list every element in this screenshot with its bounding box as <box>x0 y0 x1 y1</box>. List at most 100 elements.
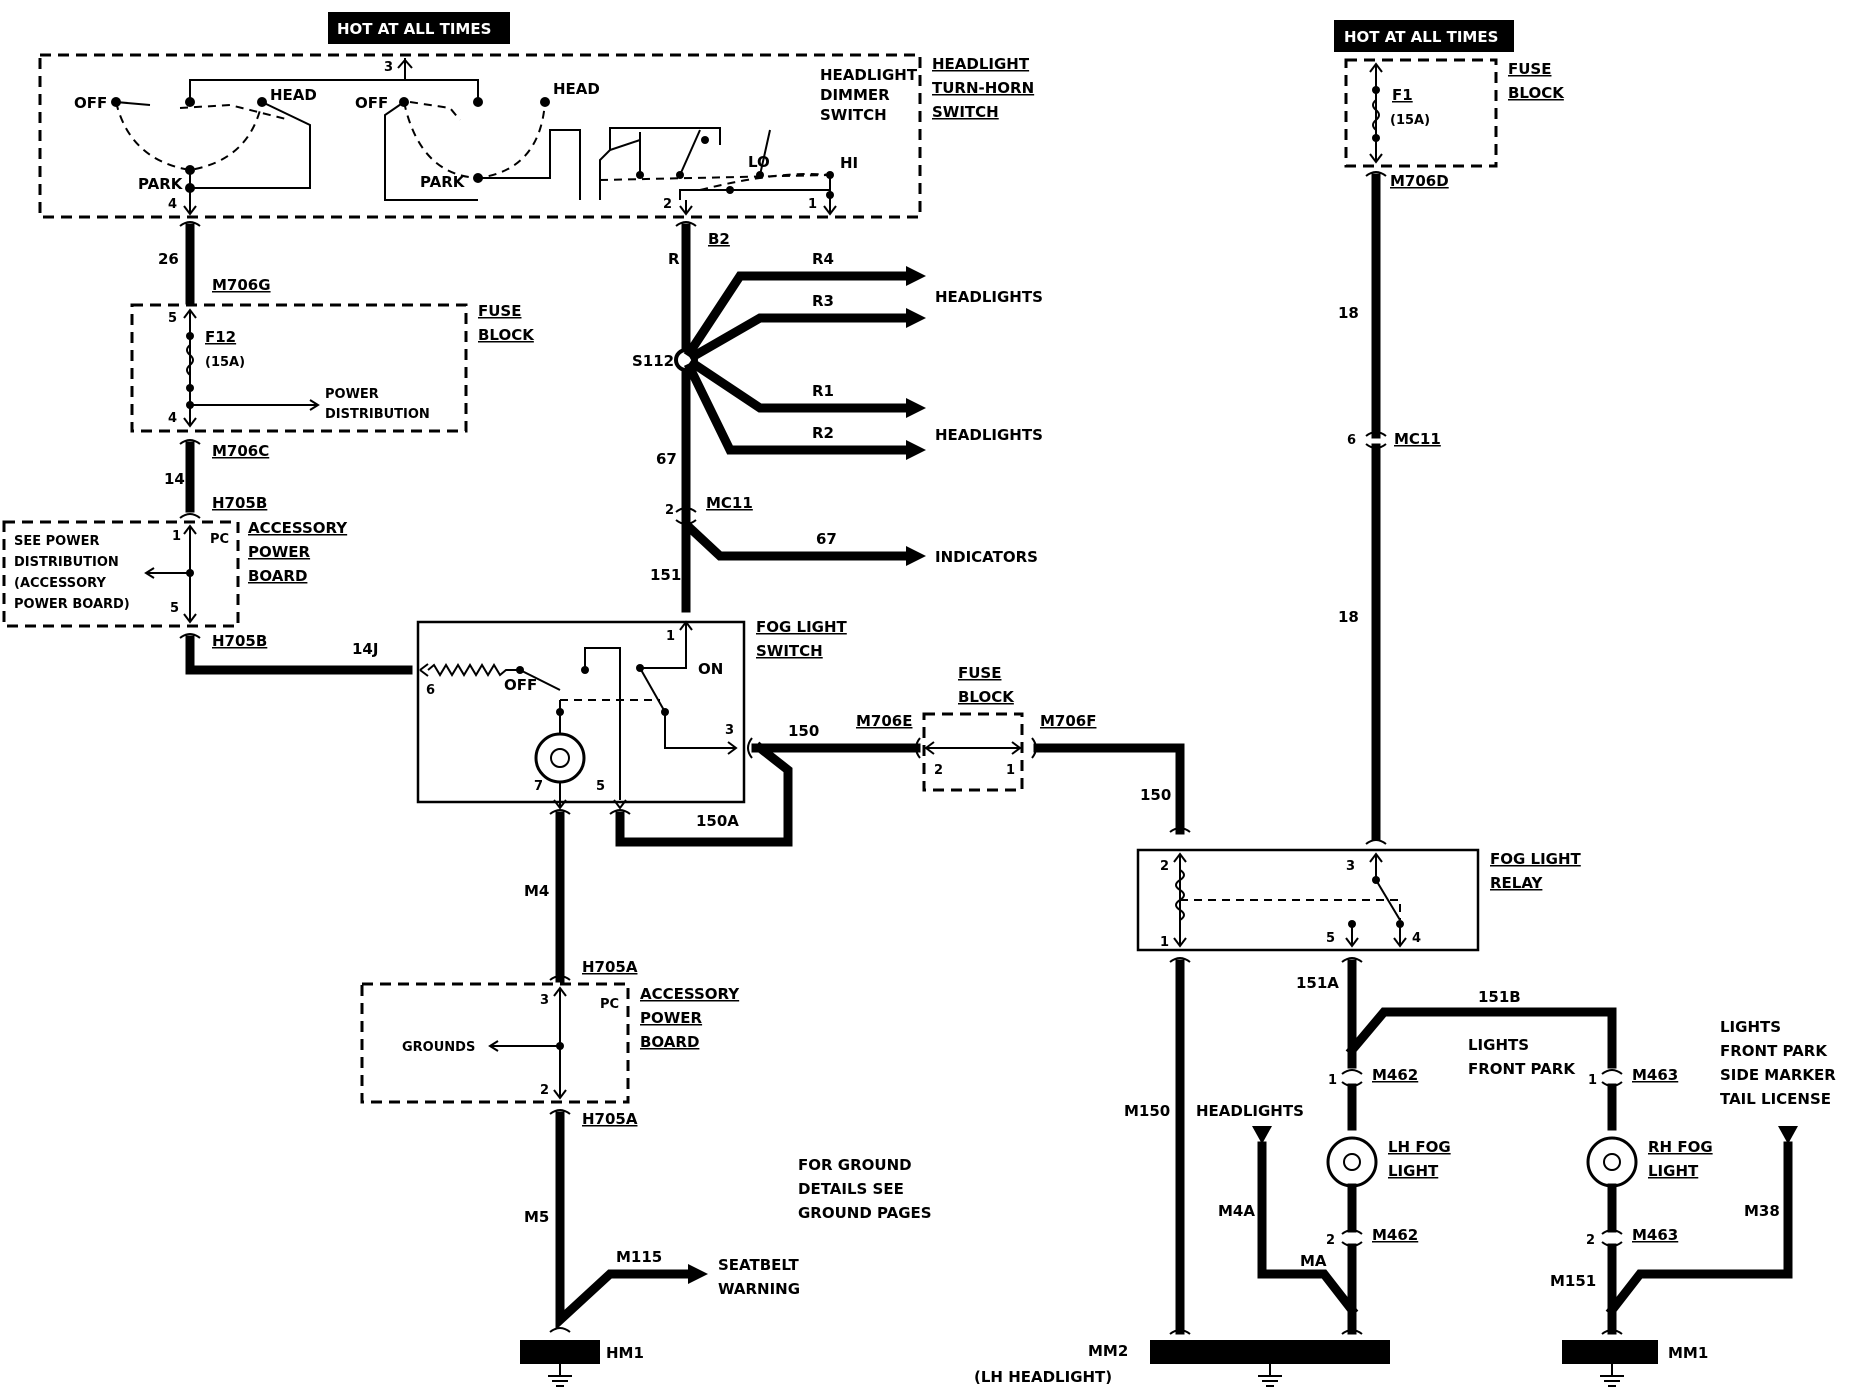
seatbelt-label-1: SEATBELT <box>718 1256 799 1274</box>
wire-150a: 150A <box>696 812 739 830</box>
apb1-pc: PC <box>210 532 229 547</box>
wire-14j: 14J <box>352 640 378 658</box>
ground-note-3: GROUND PAGES <box>798 1204 932 1222</box>
headlight-switch-title-3: SWITCH <box>932 103 999 121</box>
lo-label: LO <box>748 153 770 171</box>
relay-title-2: RELAY <box>1490 874 1544 892</box>
r2-label: R2 <box>812 424 834 442</box>
m706g-label: M706G <box>212 276 271 294</box>
wire-m4a: M4A <box>1218 1202 1255 1220</box>
r4-label: R4 <box>812 250 834 268</box>
hot-label-2: HOT AT ALL TIMES <box>1344 28 1498 46</box>
hi-label: HI <box>840 154 858 172</box>
fog-relay-section: HOT AT ALL TIMES F1 (15A) FUSE BLOCK M70… <box>974 20 1836 1387</box>
ground-note-2: DETAILS SEE <box>798 1180 904 1198</box>
headlight-switch-box <box>38 53 922 219</box>
wire-m38: M38 <box>1744 1202 1780 1220</box>
off-label-1: OFF <box>74 94 107 112</box>
headlights-label-2: HEADLIGHTS <box>935 426 1043 444</box>
lower-left-ground-path: M4 H705A GROUNDS 3 PC 2 ACCESSORY POWER … <box>360 809 932 1387</box>
f12-pin-4: 4 <box>168 411 177 426</box>
ground-hm1 <box>520 1340 600 1364</box>
wire-67a: 67 <box>656 450 677 468</box>
fuse-block-1-title-1: FUSE <box>478 302 521 320</box>
lights-list-2: FRONT PARK <box>1468 1060 1576 1078</box>
f1-amp: (15A) <box>1390 113 1430 128</box>
m706f-label: M706F <box>1040 712 1096 730</box>
headlight-switch-assembly: HOT AT ALL TIMES 3 OFF HEAD PARK OFF HEA… <box>38 12 1034 219</box>
rh-fog-label-2: LIGHT <box>1648 1162 1699 1180</box>
relay-pin-4: 4 <box>1412 931 1421 946</box>
wire-m5: M5 <box>524 1208 549 1226</box>
fuse-block-2-title-1: FUSE <box>958 664 1001 682</box>
seatbelt-label-2: WARNING <box>718 1280 800 1298</box>
fs-on: ON <box>698 660 723 678</box>
wire-151: 151 <box>650 566 681 584</box>
lh-fog-label-2: LIGHT <box>1388 1162 1439 1180</box>
apb2-title-3: BOARD <box>640 1033 699 1051</box>
fuse-block-1-title-2: BLOCK <box>478 326 535 344</box>
lh-headlight-label: (LH HEADLIGHT) <box>974 1368 1112 1386</box>
park-label-1: PARK <box>138 175 184 193</box>
power-dist-label-1: POWER <box>325 387 379 402</box>
wire-18b: 18 <box>1338 608 1359 626</box>
indicators-label: INDICATORS <box>935 548 1038 566</box>
headlight-switch-title-2: TURN-HORN <box>932 79 1034 97</box>
m463-pin-1: 1 <box>1588 1073 1597 1088</box>
wire-150: 150 <box>788 722 819 740</box>
lh-fog-label-1: LH FOG <box>1388 1138 1451 1156</box>
headlights-label-3: HEADLIGHTS <box>1196 1102 1304 1120</box>
off-label-2: OFF <box>355 94 388 112</box>
fuse-block-3 <box>1344 58 1498 168</box>
hot-label-1: HOT AT ALL TIMES <box>337 20 491 38</box>
mc11-label-2: MC11 <box>1394 430 1441 448</box>
accessory-power-board-2 <box>360 982 630 1104</box>
rh-fog-label-1: RH FOG <box>1648 1138 1713 1156</box>
wire-ma: MA <box>1300 1252 1327 1270</box>
rh-fog-light <box>1586 1136 1638 1188</box>
apb1-pin-5: 5 <box>170 601 179 616</box>
h705b-label-1: H705B <box>212 494 267 512</box>
wire-151b: 151B <box>1478 988 1521 1006</box>
left-feed-chain: 26 M706G 5 F12 (15A) POWER DISTRIBUTION … <box>2 221 535 675</box>
m706c-label: M706C <box>212 442 269 460</box>
head-label-2: HEAD <box>553 80 600 98</box>
ground-note-1: FOR GROUND <box>798 1156 912 1174</box>
mm2-label: MM2 <box>1088 1342 1128 1360</box>
h705a-label-2: H705A <box>582 1110 638 1128</box>
b2-label: B2 <box>708 230 730 248</box>
f12-label: F12 <box>205 328 236 346</box>
headlight-feed: R B2 S112 R4 R3 R1 R2 HEADLIGHTS HEADLIG… <box>632 221 1043 613</box>
wire-67b: 67 <box>816 530 837 548</box>
m462-label-2: M462 <box>1372 1226 1418 1244</box>
fog-light-switch: 1 6 OFF ON 3 7 5 FOG LIGHT SWITCH 150A 1… <box>416 618 1185 847</box>
see-power-4: POWER BOARD) <box>14 597 130 612</box>
r1-label: R1 <box>812 382 834 400</box>
r3-label: R3 <box>812 292 834 310</box>
ground-mm1 <box>1562 1340 1658 1364</box>
pin-3-label: 3 <box>384 60 393 75</box>
fs-off: OFF <box>504 676 537 694</box>
wire-151a: 151A <box>1296 974 1339 992</box>
mc11-label-1: MC11 <box>706 494 753 512</box>
m706d-label: M706D <box>1390 172 1449 190</box>
h705b-label-2: H705B <box>212 632 267 650</box>
fs-pin-5: 5 <box>596 779 605 794</box>
m706e-label: M706E <box>856 712 912 730</box>
relay-pin-5: 5 <box>1326 931 1335 946</box>
apb1-title-1: ACCESSORY <box>248 519 348 537</box>
fs-pin-3: 3 <box>725 723 734 738</box>
s112-label: S112 <box>632 352 674 370</box>
fog-switch-box <box>416 620 746 804</box>
lights-list-d: TAIL LICENSE <box>1720 1090 1831 1108</box>
dimmer-label-2: DIMMER <box>820 86 890 104</box>
relay-pin-2: 2 <box>1160 859 1169 874</box>
hm1-label: HM1 <box>606 1344 644 1362</box>
relay-pin-1: 1 <box>1160 935 1169 950</box>
m462-label-1: M462 <box>1372 1066 1418 1084</box>
wire-14: 14 <box>164 470 185 488</box>
m463-label-1: M463 <box>1632 1066 1678 1084</box>
power-dist-label-2: DISTRIBUTION <box>325 407 430 422</box>
lights-list-c: SIDE MARKER <box>1720 1066 1836 1084</box>
fuse-block-1 <box>130 303 468 433</box>
